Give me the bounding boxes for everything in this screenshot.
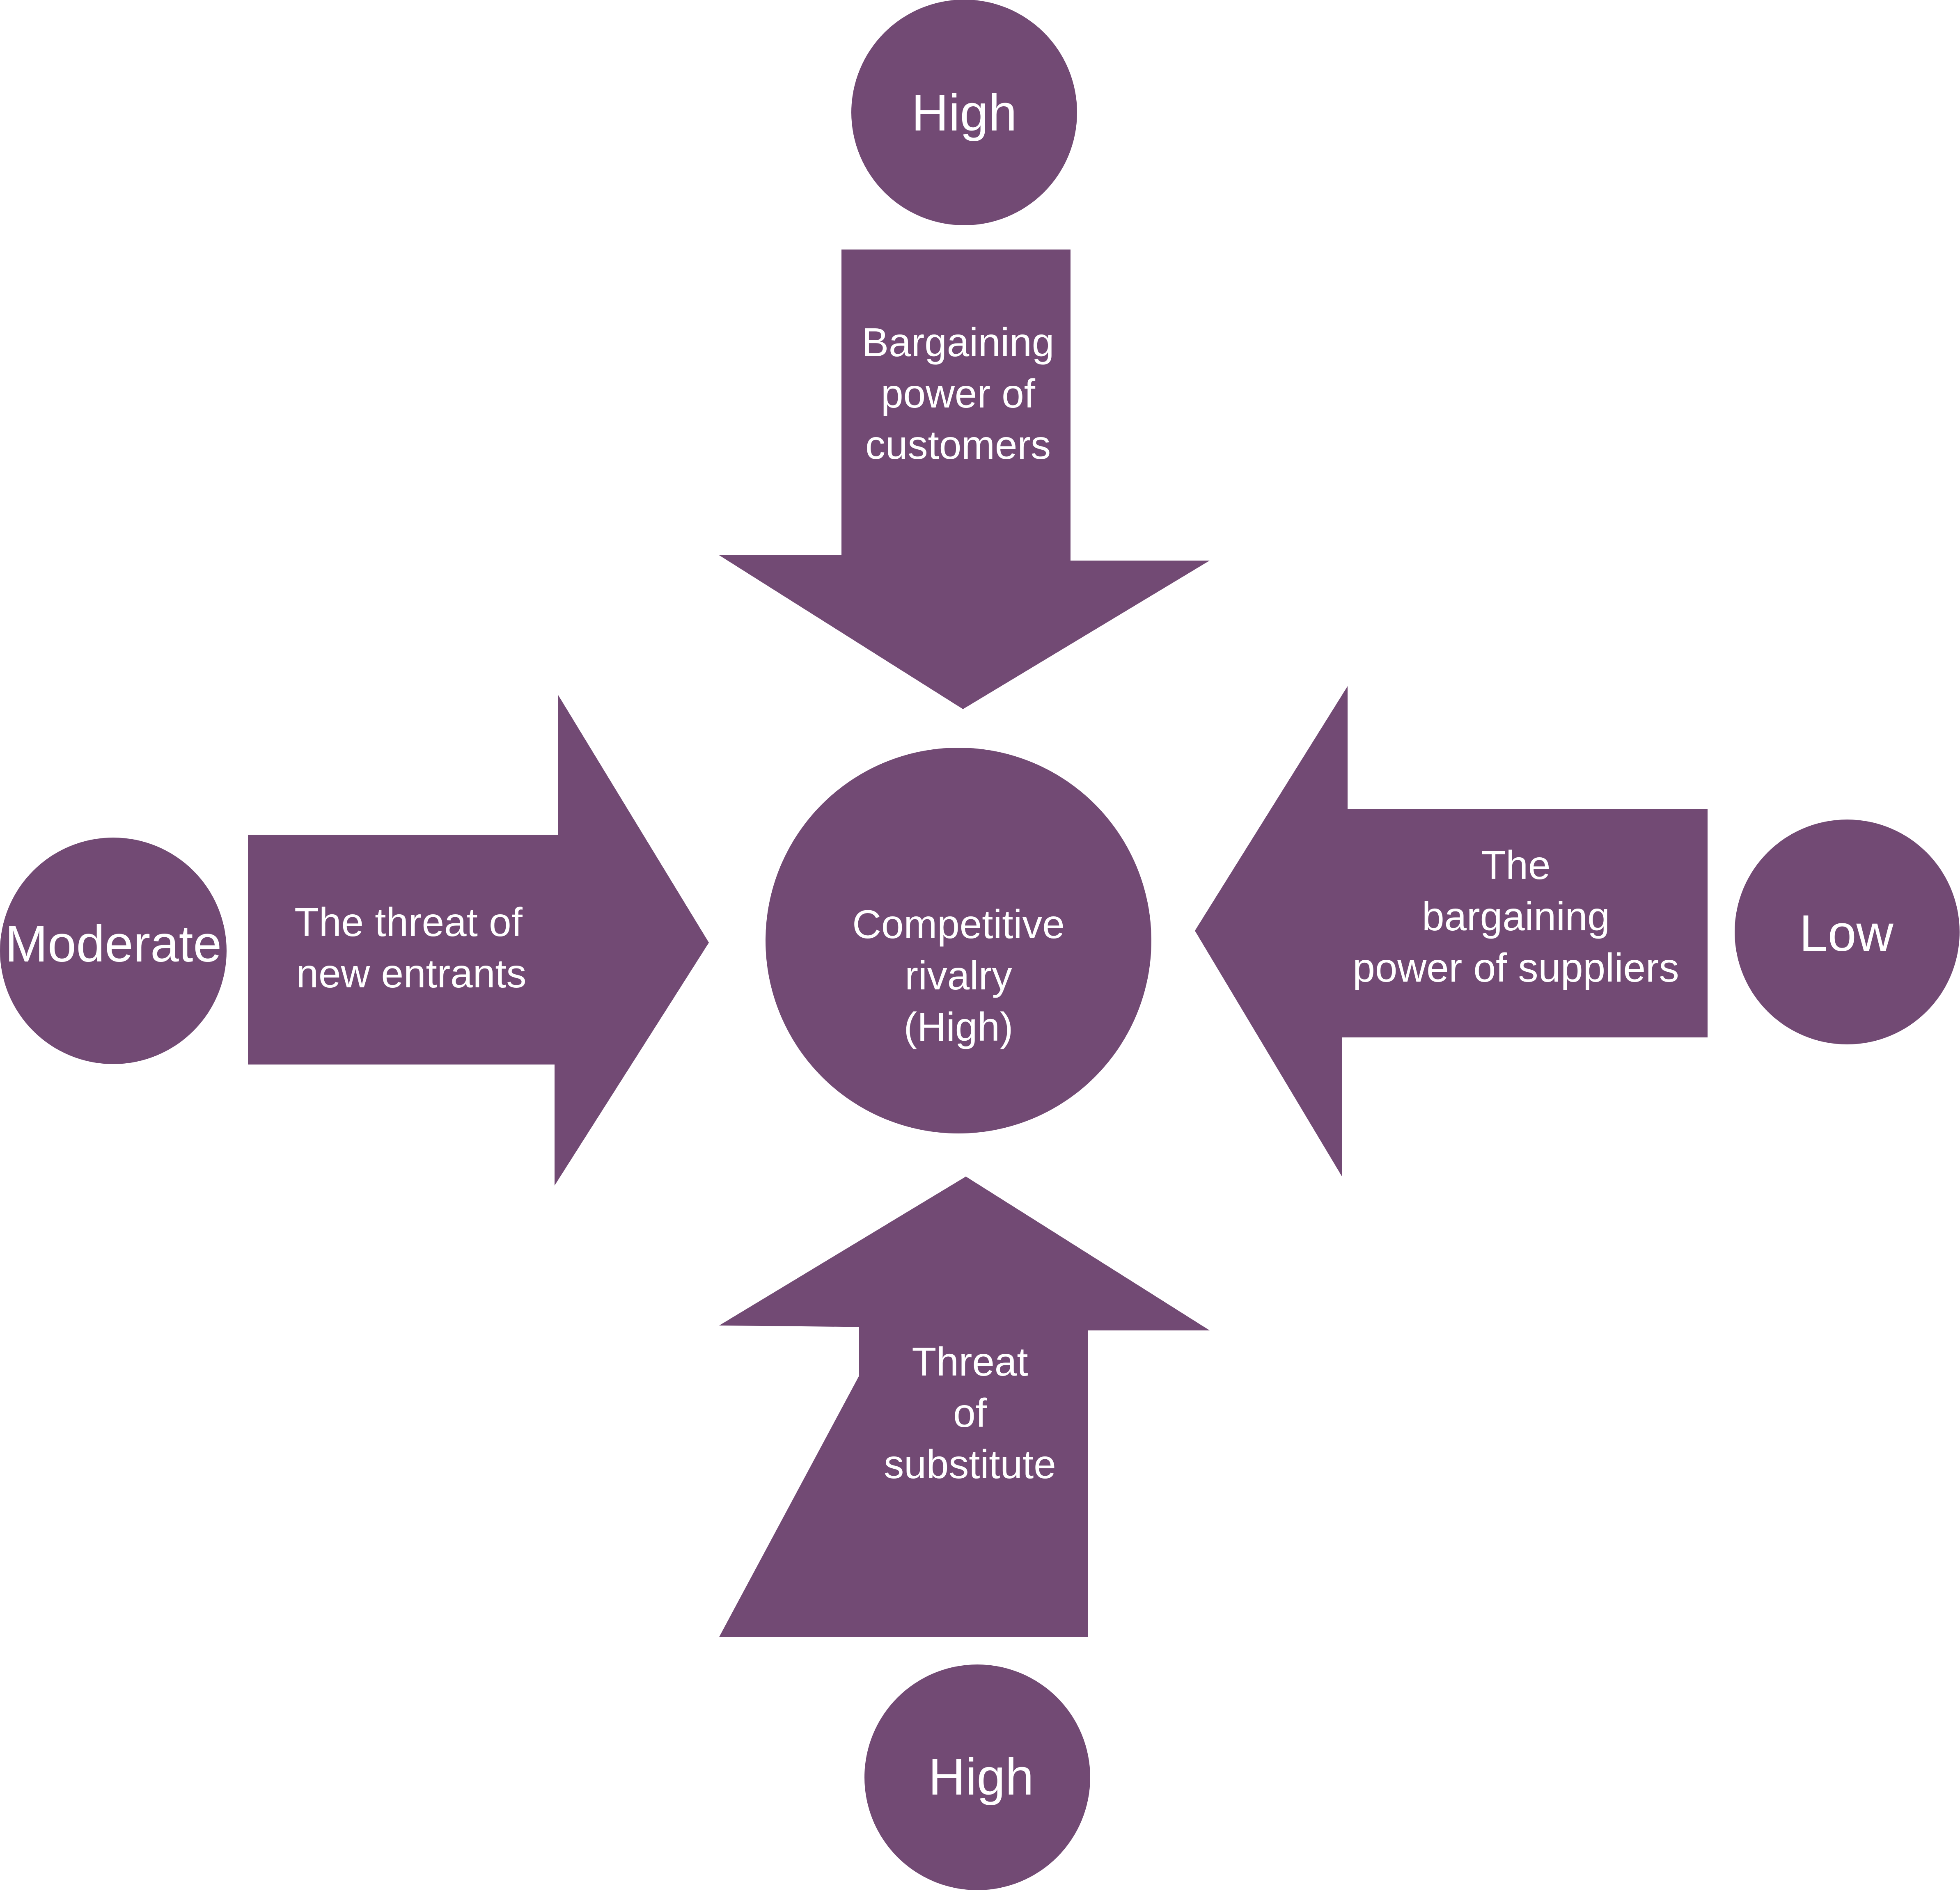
center-label-line-2: rivalry <box>905 953 1012 998</box>
bottom-rating-label: High <box>928 1749 1034 1806</box>
right-rating-circle <box>1735 820 1960 1044</box>
left-arrow-right <box>248 695 709 1186</box>
center-rivalry-circle <box>766 748 1151 1133</box>
right-rating-label: Low <box>1799 905 1894 962</box>
bottom-rating-circle <box>864 1664 1090 1890</box>
right-arrow-label-line-1: The <box>1481 842 1551 888</box>
top-arrow-down <box>719 250 1210 709</box>
top-rating-label: High <box>911 85 1017 142</box>
left-arrow-label-line-2: new entrants <box>296 951 526 996</box>
left-arrow-label-line-1: The threat of <box>294 900 523 945</box>
center-label-line-3: (High) <box>904 1004 1013 1049</box>
top-arrow-label-line-1: Bargaining <box>862 320 1055 365</box>
bottom-arrow-label-line-1: Threat <box>912 1339 1028 1384</box>
right-arrow-label-line-2: bargaining <box>1422 894 1610 939</box>
bottom-arrow-head <box>719 1177 1210 1330</box>
bottom-arrow-label-line-3: substitute <box>884 1442 1056 1487</box>
left-rating-circle <box>0 838 227 1064</box>
bottom-arrow-shaft <box>859 1321 1088 1637</box>
bottom-arrow-label-line-2: of <box>953 1390 987 1435</box>
top-arrow-label-line-2: power of <box>881 371 1036 416</box>
top-rating-circle <box>851 0 1077 225</box>
left-rating-label: Moderate <box>5 916 222 973</box>
right-arrow-left <box>1195 686 1708 1177</box>
top-arrow-label-line-3: customers <box>865 422 1051 467</box>
right-arrow-label-line-3: power of suppliers <box>1353 945 1679 990</box>
center-label-line-1: Competitive <box>852 902 1064 947</box>
